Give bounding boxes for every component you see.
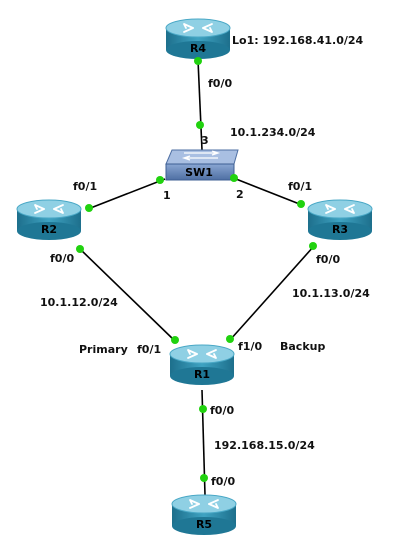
router-r1-label: R1 (194, 368, 210, 381)
r2-f0-0-label: f0/0 (50, 252, 74, 265)
network-10-1-12-label: 10.1.12.0/24 (40, 296, 118, 309)
r2-f0-1-label: f0/1 (73, 180, 97, 193)
port-dot-r1-f0-1 (171, 336, 179, 344)
port-dot-r1-f0-0 (199, 405, 207, 413)
r1-f0-1-label: f0/1 (137, 343, 161, 356)
link-r2-r1 (79, 248, 176, 342)
r1-f1-0-label: f1/0 (238, 340, 262, 353)
r1-f0-0-label: f0/0 (210, 404, 234, 417)
primary-path-label: Primary (79, 343, 128, 356)
port-dot-r3-f0-1 (297, 200, 305, 208)
sw1-port-3-label: 3 (201, 134, 209, 147)
port-dot-r3-f0-0 (309, 242, 317, 250)
sw1-port-1-label: 1 (163, 189, 171, 202)
port-dot-r2-f0-1 (85, 204, 93, 212)
port-dot-r5-f0-0 (200, 474, 208, 482)
port-dot-r1-f1-0 (226, 335, 234, 343)
port-dot-sw1-3 (196, 121, 204, 129)
switch-sw1-label: SW1 (185, 166, 213, 179)
r4-loopback-label: Lo1: 192.168.41.0/24 (232, 34, 364, 47)
router-r4[interactable]: R4 (165, 18, 231, 60)
port-dot-sw1-2 (230, 174, 238, 182)
router-r2[interactable]: R2 (16, 199, 82, 241)
network-192-168-15-label: 192.168.15.0/24 (214, 439, 315, 452)
router-r5[interactable]: R5 (171, 494, 237, 536)
r4-port-label: f0/0 (208, 77, 232, 90)
router-r3[interactable]: R3 (307, 199, 373, 241)
router-r3-label: R3 (332, 223, 348, 236)
port-dot-sw1-1 (156, 176, 164, 184)
link-sw1-r3 (235, 178, 303, 206)
router-r1[interactable]: R1 (169, 344, 235, 386)
backup-path-label: Backup (280, 340, 325, 353)
sw1-port-2-label: 2 (236, 188, 244, 201)
r5-f0-0-label: f0/0 (211, 475, 235, 488)
port-dot-r4-f0-0 (194, 57, 202, 65)
network-10-1-13-label: 10.1.13.0/24 (292, 287, 370, 300)
router-r2-label: R2 (41, 223, 57, 236)
link-sw1-r2 (87, 178, 166, 210)
port-dot-r2-f0-0 (76, 245, 84, 253)
link-r3-r1 (229, 245, 315, 341)
link-r4-sw1 (197, 59, 203, 151)
network-10-1-234-label: 10.1.234.0/24 (230, 126, 316, 139)
router-r4-label: R4 (190, 42, 206, 55)
router-r5-label: R5 (196, 518, 212, 531)
r3-f0-1-label: f0/1 (288, 180, 312, 193)
switch-sw1[interactable]: SW1 (165, 149, 239, 181)
r3-f0-0-label: f0/0 (316, 253, 340, 266)
